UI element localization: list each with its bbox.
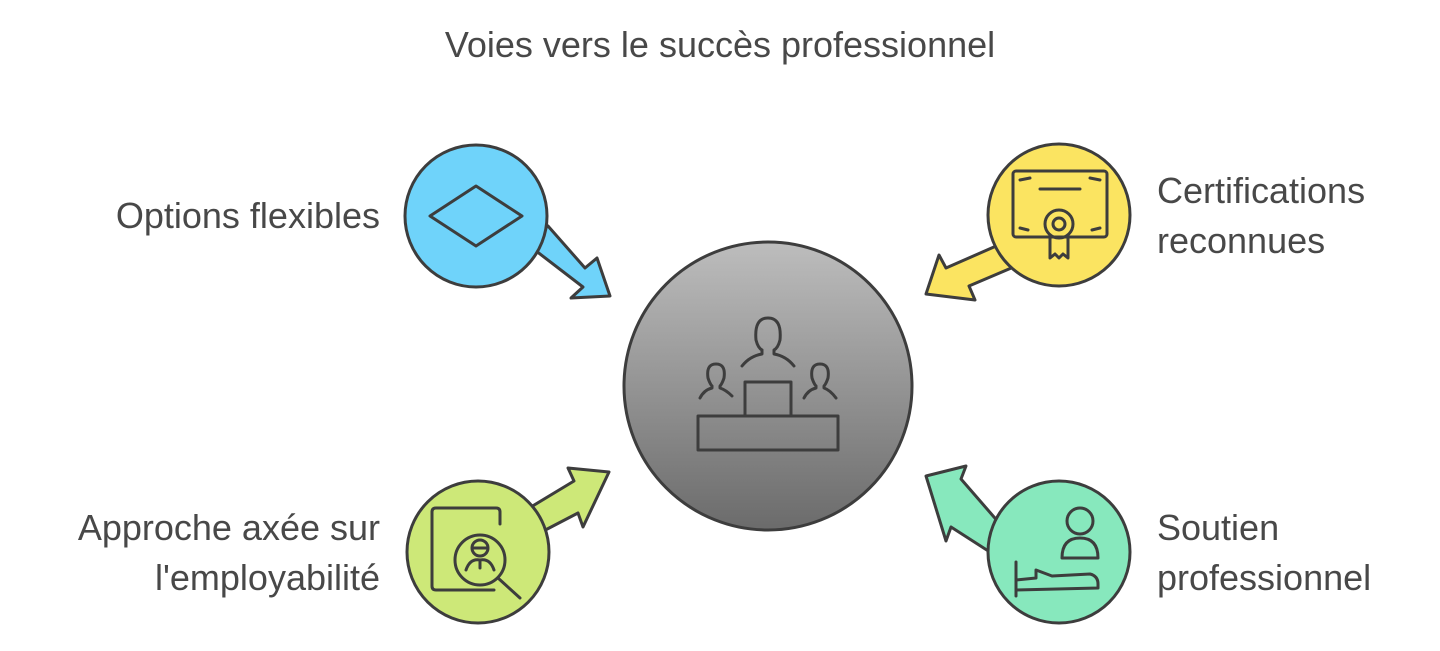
node-circle-soutien xyxy=(986,479,1132,625)
label-employabilite: Approche axée sur l'employabilité xyxy=(20,503,380,603)
node-soutien xyxy=(924,464,1132,625)
podium-people-icon xyxy=(696,316,840,452)
node-circle-certifications xyxy=(986,142,1132,288)
label-soutien-line1: Soutien xyxy=(1157,507,1280,548)
label-soutien: Soutien professionnel xyxy=(1157,503,1437,603)
diagram-title: Voies vers le succès professionnel xyxy=(444,24,996,65)
label-certifications: Certifications reconnues xyxy=(1157,166,1437,266)
center-circle xyxy=(622,240,914,532)
node-circle-employabilite xyxy=(405,479,551,625)
diamond-icon xyxy=(428,184,524,248)
certificate-icon xyxy=(1011,169,1109,260)
node-certifications xyxy=(924,142,1132,302)
center-node xyxy=(622,240,914,532)
arrow-certifications-to-center xyxy=(924,241,1018,302)
label-certifications-line1: Certifications xyxy=(1157,170,1366,211)
candidate-search-icon xyxy=(430,506,522,600)
label-employabilite-line2: l'employabilité xyxy=(155,557,380,598)
label-options-text: Options flexibles xyxy=(115,195,380,236)
label-options-flexibles: Options flexibles xyxy=(40,191,380,241)
node-circle-options xyxy=(403,143,549,289)
label-employabilite-line1: Approche axée sur xyxy=(77,507,380,548)
arrow-options-to-center xyxy=(525,224,612,300)
label-soutien-line2: professionnel xyxy=(1157,557,1372,598)
node-options-flexibles xyxy=(403,143,612,300)
support-person-icon xyxy=(1014,506,1100,598)
label-certifications-line2: reconnues xyxy=(1157,220,1326,261)
node-employabilite xyxy=(405,466,611,625)
arrow-soutien-to-center xyxy=(924,464,1009,556)
